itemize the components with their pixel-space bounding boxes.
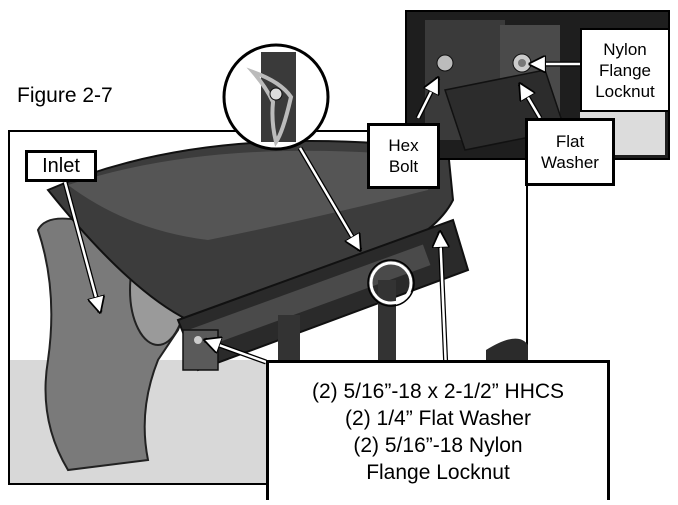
hardware-list-callout: (2) 5/16”-18 x 2-1/2” HHCS (2) 1/4” Flat… [266,360,610,500]
flat-washer-label-line-1: Flat [555,132,585,151]
hardware-line-3: (2) 5/16”-18 Nylon [353,433,523,457]
inlet-label: Inlet [42,154,80,177]
figure-label: Figure 2-7 [17,84,113,107]
inlet-callout: Inlet [25,150,97,182]
locknut-label-line-1: Nylon [603,39,647,59]
hex-bolt-label-line-2: Bolt [388,157,419,176]
locknut-label-line-3: Locknut [595,81,655,101]
hex-bolt-callout: Hex Bolt [367,123,440,189]
hardware-line-1: (2) 5/16”-18 x 2-1/2” HHCS [311,379,565,403]
locknut-callout: Nylon Flange Locknut [580,28,670,112]
hex-bolt-label-line-1: Hex [388,136,419,155]
hardware-line-4: Flange Locknut [366,460,510,484]
hardware-line-2: (2) 1/4” Flat Washer [345,406,531,430]
flat-washer-label-line-2: Washer [541,153,599,172]
flat-washer-callout: Flat Washer [525,118,615,186]
magnifier-detail [222,43,330,151]
locknut-label-line-2: Flange [599,60,651,80]
